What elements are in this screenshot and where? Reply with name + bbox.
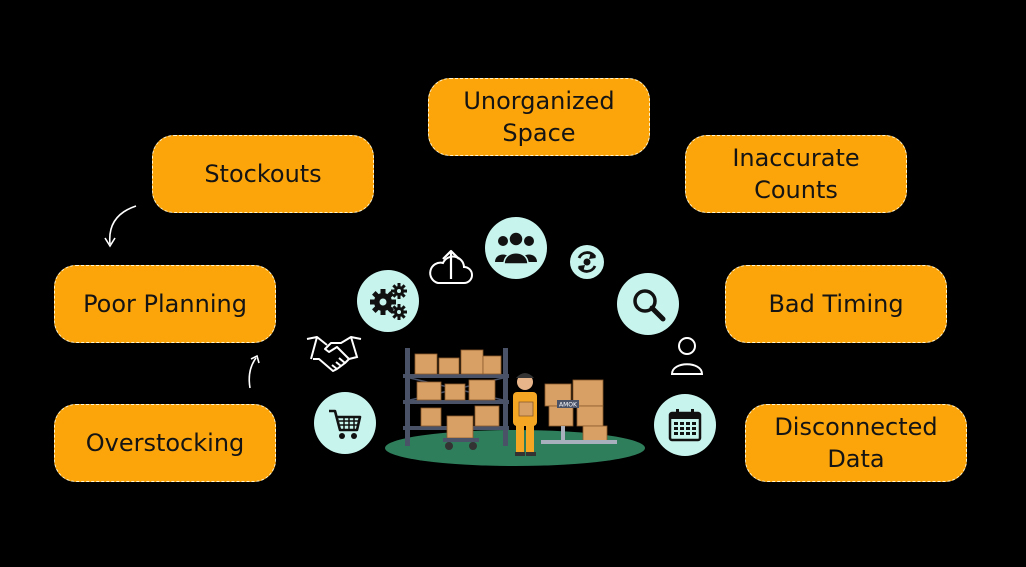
- curved-arrow-icon: [104, 205, 137, 248]
- magnifier-icon: [617, 273, 679, 335]
- inaccurate-counts-line2: Counts: [754, 176, 838, 204]
- box-bad-timing: Bad Timing: [725, 265, 947, 343]
- warehouse-illustration: AMOK: [385, 348, 645, 466]
- disconnected-data-line1: Disconnected: [774, 413, 938, 441]
- disconnected-data-line2: Data: [827, 445, 885, 473]
- unorganized-space-line2: Space: [502, 119, 576, 147]
- box-stockouts: Stockouts: [152, 135, 374, 213]
- poor-planning-label: Poor Planning: [83, 290, 247, 318]
- inaccurate-counts-line1: Inaccurate: [732, 144, 860, 172]
- cart-icon: [314, 392, 376, 454]
- box-overstocking: Overstocking: [54, 404, 276, 482]
- box-poor-planning: Poor Planning: [54, 265, 276, 343]
- scale-label: AMOK: [559, 402, 578, 409]
- overstocking-label: Overstocking: [85, 429, 245, 457]
- handshake-icon: [306, 336, 362, 372]
- user-icon: [670, 337, 704, 375]
- box-disconnected-data: Disconnected Data: [745, 404, 967, 482]
- bad-timing-label: Bad Timing: [768, 290, 904, 318]
- curved-arrow-icon: [248, 354, 260, 389]
- sync-icon: [570, 245, 604, 279]
- cloud-upload-icon: [429, 249, 473, 284]
- box-unorganized-space: Unorganized Space: [428, 78, 650, 156]
- gears-icon: [357, 270, 419, 332]
- unorganized-space-line1: Unorganized: [463, 87, 615, 115]
- box-inaccurate-counts: Inaccurate Counts: [685, 135, 907, 213]
- calendar-icon: [654, 394, 716, 456]
- team-icon: [485, 217, 547, 279]
- stockouts-label: Stockouts: [204, 160, 322, 188]
